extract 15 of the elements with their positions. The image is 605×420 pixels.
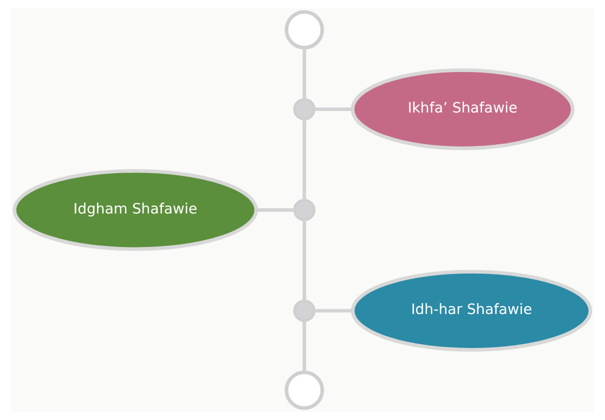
node-circle (284, 370, 324, 410)
connector (302, 119, 306, 200)
node-circle (293, 198, 316, 222)
node-ellipse: Idh-har Shafawie (350, 270, 592, 352)
connector (256, 208, 294, 212)
node-ellipse: Ikhfa’ Shafawie (350, 68, 574, 150)
node-ellipse: Idgham Shafawie (12, 169, 258, 251)
connector (302, 220, 306, 301)
connector (314, 308, 353, 313)
node-circle (293, 300, 316, 322)
connector (302, 320, 306, 372)
node-circle (284, 10, 324, 50)
connector (302, 48, 306, 100)
connector (314, 107, 352, 112)
node-circle (293, 98, 316, 120)
